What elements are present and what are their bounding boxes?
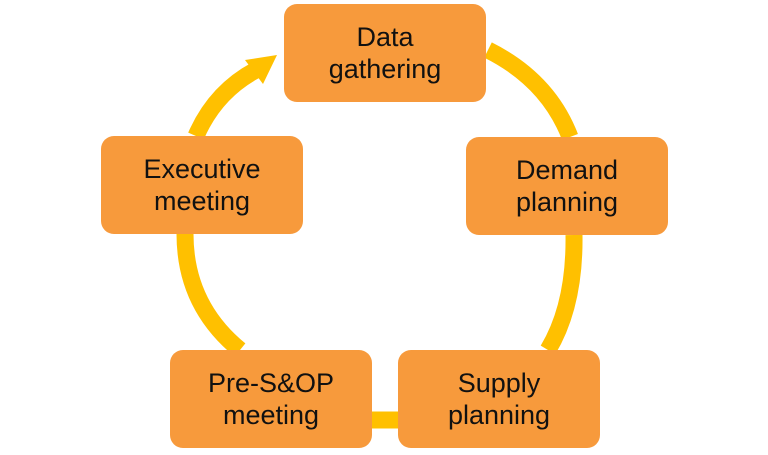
connector-data-to-demand (484, 42, 578, 141)
connector-exec-to-data (188, 62, 261, 140)
step-pre-sop-meeting-line2: meeting (222, 400, 320, 430)
step-demand-planning: Demand planning (466, 137, 668, 235)
connector-demand-to-supply (540, 234, 583, 355)
arrowhead-icon (245, 55, 277, 84)
step-executive-meeting-line2: meeting (153, 186, 251, 216)
step-demand-planning-line2: planning (515, 187, 619, 217)
step-data-gathering: Data gathering (284, 4, 486, 102)
step-supply-planning-line2: planning (447, 400, 551, 430)
step-executive-meeting: Executive meeting (101, 136, 303, 234)
step-pre-sop-meeting-line1: Pre-S&OP (207, 368, 335, 398)
step-data-gathering-line1: Data (356, 22, 414, 52)
step-pre-sop-meeting: Pre-S&OP meeting (170, 350, 372, 448)
step-data-gathering-line2: gathering (328, 54, 442, 84)
step-demand-planning-line1: Demand (515, 155, 619, 185)
step-executive-meeting-line1: Executive (143, 154, 261, 184)
step-supply-planning: Supply planning (398, 350, 600, 448)
connector-pre-to-exec (176, 233, 246, 357)
step-supply-planning-line1: Supply (457, 368, 541, 398)
